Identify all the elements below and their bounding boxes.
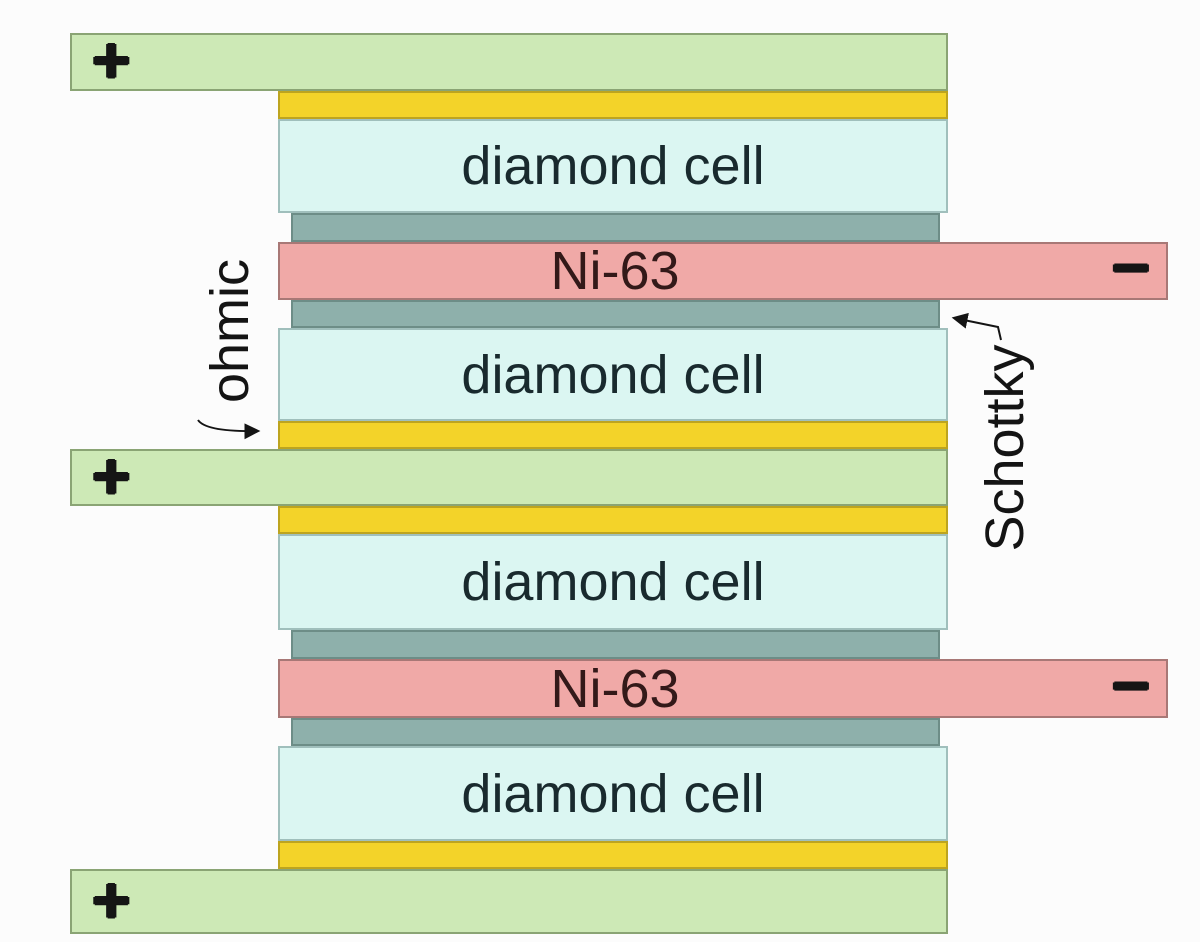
ni63-label: Ni-63	[550, 241, 680, 301]
ni63-layer-1: Ni-63 −	[278, 234, 1168, 301]
schottky-arrow	[951, 312, 1002, 341]
diamond-cell-label: diamond cell	[461, 344, 765, 405]
ni63-label-wrap: Ni-63	[280, 659, 950, 719]
diamond-cell-3: diamond cell	[278, 534, 948, 630]
minus-sign: −	[1111, 230, 1150, 305]
ni63-label-wrap: Ni-63	[280, 241, 950, 301]
schottky-layer-3	[291, 630, 940, 659]
ni63-layer-2: Ni-63 −	[278, 652, 1168, 719]
electrode-bottom: +	[70, 861, 948, 936]
plus-sign: +	[92, 437, 131, 512]
schottky-layer-1	[291, 213, 940, 242]
diamond-cell-4: diamond cell	[278, 746, 948, 841]
plus-sign: +	[92, 861, 131, 936]
diamond-cell-label: diamond cell	[461, 136, 765, 196]
ohmic-annotation-label: ohmic	[200, 258, 260, 404]
plus-sign: +	[92, 22, 131, 97]
electrode-middle: +	[70, 442, 948, 508]
diamond-cell-label: diamond cell	[461, 763, 765, 824]
ohmic-layer-3	[278, 506, 948, 534]
electrode-top: +	[70, 26, 948, 92]
schottky-layer-4	[291, 718, 940, 746]
diamond-cell-1: diamond cell	[278, 119, 948, 213]
minus-sign: −	[1111, 647, 1150, 722]
diamond-cell-label: diamond cell	[461, 552, 765, 612]
ohmic-layer-4	[278, 841, 948, 869]
schottky-layer-2	[291, 300, 940, 328]
ni63-label: Ni-63	[550, 658, 680, 719]
ohmic-arrow	[197, 419, 261, 440]
schottky-annotation-label: Schottky	[975, 344, 1035, 552]
diamond-cell-2: diamond cell	[278, 328, 948, 421]
ohmic-layer-1	[278, 91, 948, 119]
ohmic-layer-2	[278, 421, 948, 449]
